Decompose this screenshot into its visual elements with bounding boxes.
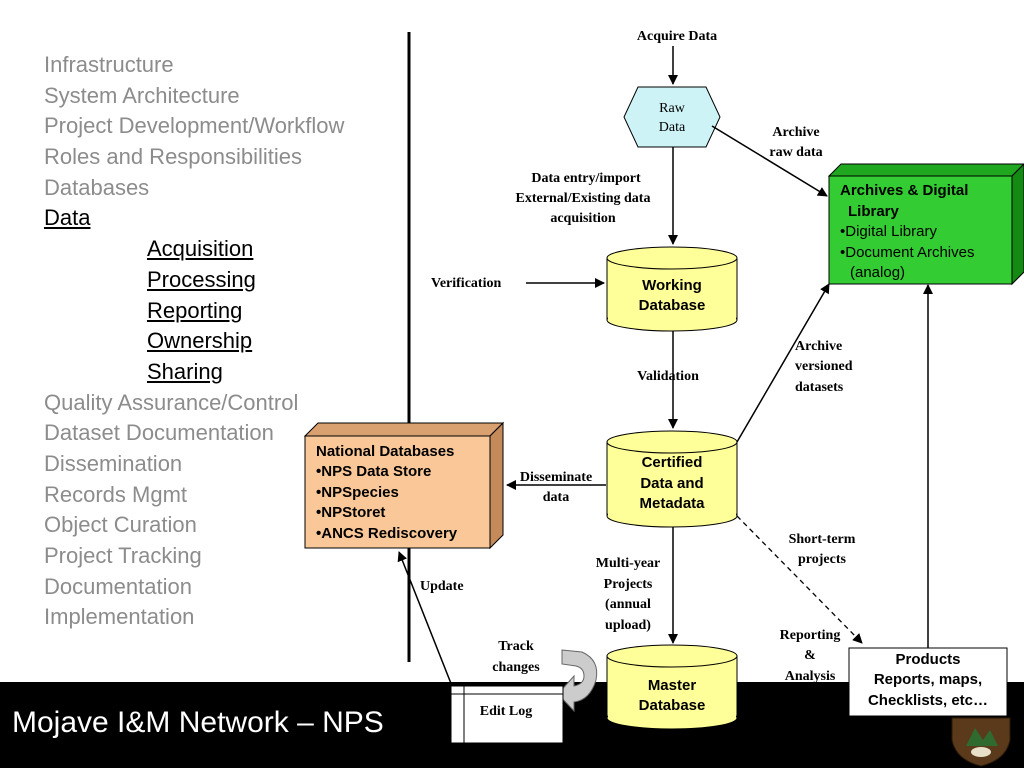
- archives-digital-library-node: Archives & Digital Library •Digital Libr…: [827, 163, 1024, 286]
- nav-item-dataset-documentation[interactable]: Dataset Documentation: [44, 420, 274, 446]
- acquire-data-label: Acquire Data: [637, 29, 717, 44]
- footer-title: Mojave I&M Network – NPS: [12, 706, 384, 739]
- svg-text:Metadata: Metadata: [639, 495, 705, 512]
- nav-item-implementation[interactable]: Implementation: [44, 604, 195, 630]
- disseminate-label: Disseminate: [520, 470, 592, 485]
- svg-text:•NPS Data Store: •NPS Data Store: [316, 463, 431, 480]
- nav-item-documentation[interactable]: Documentation: [44, 573, 192, 599]
- svg-text:Checklists, etc…: Checklists, etc…: [868, 692, 988, 709]
- svg-text:Archives & Digital: Archives & Digital: [840, 182, 968, 199]
- nav-item-quality-assurance-control[interactable]: Quality Assurance/Control: [44, 389, 299, 415]
- nav-item-sharing[interactable]: Sharing: [147, 358, 223, 384]
- svg-text:National Databases: National Databases: [316, 443, 454, 460]
- edit-log-node: Edit Log: [450, 685, 564, 744]
- archive-raw-label: Archive: [772, 125, 819, 140]
- svg-text:Raw: Raw: [659, 101, 686, 116]
- disseminate-label-2: data: [543, 490, 569, 505]
- archive-versioned-label: Archive: [795, 339, 842, 354]
- multi-year-label-2: Projects: [604, 577, 653, 592]
- svg-text:Certified: Certified: [642, 454, 703, 471]
- multi-year-label-3: (annual: [605, 597, 651, 612]
- archive-raw-arrow: [711, 125, 828, 197]
- archive-versioned-label-2: versioned: [795, 359, 853, 374]
- nps-arrowhead-logo: [951, 717, 1011, 767]
- reporting-label-3: Analysis: [785, 669, 836, 684]
- nav-item-project-tracking[interactable]: Project Tracking: [44, 543, 202, 568]
- short-term-label-2: projects: [798, 552, 846, 567]
- reporting-label-2: &: [804, 648, 816, 663]
- svg-text:•Digital Library: •Digital Library: [840, 223, 937, 240]
- svg-text:Reports, maps,: Reports, maps,: [874, 671, 982, 688]
- nav-item-data[interactable]: Data: [44, 205, 91, 231]
- nav-item-roles-and-responsibilities[interactable]: Roles and Responsibilities: [44, 144, 303, 170]
- svg-text:(analog): (analog): [850, 264, 905, 281]
- short-term-label: Short-term: [789, 532, 856, 547]
- svg-text:Library: Library: [848, 203, 900, 220]
- nav-item-acquisition[interactable]: Acquisition: [147, 236, 254, 262]
- short-term-arrow: [736, 515, 863, 644]
- nav-item-infrastructure[interactable]: Infrastructure: [44, 52, 174, 77]
- data-entry-label-3: acquisition: [550, 211, 616, 226]
- nav-item-processing[interactable]: Processing: [147, 266, 256, 292]
- update-arrow: [397, 551, 453, 687]
- multi-year-label-4: upload): [605, 618, 651, 633]
- master-database-node: Master Database: [606, 644, 738, 730]
- svg-text:Data and: Data and: [640, 475, 703, 492]
- svg-text:Master: Master: [648, 677, 697, 694]
- working-database-node: Working Database: [606, 246, 738, 332]
- archive-raw-label-2: raw data: [769, 145, 822, 160]
- verification-label: Verification: [431, 276, 501, 291]
- archive-versioned-arrow: [736, 283, 830, 443]
- nav-item-records-mgmt[interactable]: Records Mgmt: [44, 481, 188, 507]
- track-changes-label-2: changes: [492, 660, 540, 675]
- svg-text:•NPStoret: •NPStoret: [316, 504, 385, 521]
- nav-item-ownership[interactable]: Ownership: [147, 328, 253, 354]
- track-changes-curved-arrow: [557, 649, 598, 713]
- svg-text:Database: Database: [639, 297, 706, 314]
- svg-text:Products: Products: [895, 651, 960, 668]
- raw-data-node: Raw Data: [623, 86, 721, 148]
- update-label: Update: [420, 579, 464, 594]
- svg-text:Working: Working: [642, 277, 702, 294]
- validation-label: Validation: [637, 369, 699, 384]
- nav-item-project-development-workflow[interactable]: Project Development/Workflow: [44, 113, 345, 139]
- track-changes-label: Track: [498, 639, 534, 654]
- data-entry-label-2: External/Existing data: [516, 191, 651, 206]
- svg-text:•ANCS Rediscovery: •ANCS Rediscovery: [316, 525, 458, 542]
- svg-text:Data: Data: [659, 120, 686, 135]
- certified-data-node: Certified Data and Metadata: [606, 430, 738, 528]
- nav-item-reporting[interactable]: Reporting: [147, 297, 243, 323]
- nav-item-dissemination[interactable]: Dissemination: [44, 450, 183, 476]
- nav-item-databases[interactable]: Databases: [44, 174, 150, 200]
- nav-item-system-architecture[interactable]: System Architecture: [44, 82, 240, 108]
- national-databases-node: National Databases •NPS Data Store •NPSp…: [303, 421, 505, 550]
- svg-text:•NPSpecies: •NPSpecies: [316, 484, 399, 501]
- svg-text:•Document Archives: •Document Archives: [840, 244, 974, 261]
- products-node: Products Reports, maps, Checklists, etc…: [848, 647, 1008, 717]
- reporting-label: Reporting: [780, 628, 841, 643]
- svg-text:Edit Log: Edit Log: [480, 704, 533, 719]
- archive-versioned-label-3: datasets: [795, 380, 844, 395]
- svg-text:Database: Database: [639, 697, 706, 714]
- nav-item-object-curation[interactable]: Object Curation: [44, 512, 197, 538]
- data-entry-label: Data entry/import: [531, 171, 641, 186]
- multi-year-label: Multi-year: [596, 556, 661, 571]
